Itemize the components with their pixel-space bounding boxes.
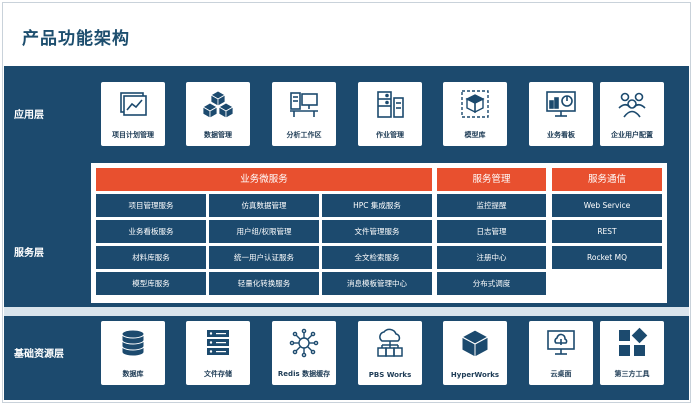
header-micro-services: 业务微服务 bbox=[96, 168, 432, 191]
app-card-label: 作业管理 bbox=[376, 131, 404, 139]
comm-cell[interactable]: REST bbox=[552, 220, 662, 243]
service-cell[interactable]: 模型库服务 bbox=[96, 272, 206, 295]
cubes-icon bbox=[202, 90, 234, 119]
mgmt-cell[interactable]: 监控提醒 bbox=[437, 194, 546, 217]
app-card-job-mgmt[interactable]: 作业管理 bbox=[358, 82, 422, 146]
server-icon bbox=[377, 91, 404, 118]
dashboard-icon bbox=[546, 91, 576, 117]
base-card-label: Redis 数据缓存 bbox=[277, 370, 331, 378]
mgmt-cell[interactable]: 分布式调度 bbox=[437, 272, 546, 295]
service-cell[interactable]: 项目管理服务 bbox=[96, 194, 206, 217]
header-service-comm: 服务通信 bbox=[552, 168, 662, 191]
base-card-label: PBS Works bbox=[368, 371, 412, 379]
service-cell[interactable]: 全文检索服务 bbox=[322, 246, 432, 269]
base-card-label: 第三方工具 bbox=[614, 370, 650, 378]
storage-icon bbox=[207, 330, 229, 355]
base-card-third-party-tools[interactable]: 第三方工具 bbox=[600, 321, 664, 385]
service-cell[interactable]: 轻量化转换服务 bbox=[209, 272, 319, 295]
comm-cell[interactable]: Rocket MQ bbox=[552, 246, 662, 269]
app-card-enterprise-users[interactable]: 企业用户配置 bbox=[600, 82, 664, 146]
cloud-icon bbox=[377, 328, 403, 357]
service-cell[interactable]: 材料库服务 bbox=[96, 246, 206, 269]
app-card-data-mgmt[interactable]: 数据管理 bbox=[186, 82, 250, 146]
header-service-mgmt: 服务管理 bbox=[437, 168, 546, 191]
model-icon bbox=[461, 90, 489, 118]
base-card-file-storage[interactable]: 文件存储 bbox=[186, 321, 250, 385]
page-title: 产品功能架构 bbox=[22, 29, 130, 49]
app-card-analysis[interactable]: 分析工作区 bbox=[272, 82, 336, 146]
chart-icon bbox=[120, 92, 147, 116]
base-card-pbs-works[interactable]: PBS Works bbox=[358, 321, 422, 385]
app-card-label: 数据管理 bbox=[204, 131, 232, 139]
layer-divider bbox=[4, 307, 689, 316]
database-icon bbox=[121, 329, 145, 357]
mgmt-cell[interactable]: 日志管理 bbox=[437, 220, 546, 243]
users-icon bbox=[618, 92, 646, 118]
app-card-dashboard[interactable]: 业务看板 bbox=[529, 82, 593, 146]
app-card-label: 业务看板 bbox=[547, 131, 575, 139]
base-card-label: HyperWorks bbox=[450, 371, 500, 379]
network-icon bbox=[289, 328, 319, 358]
service-cell[interactable]: 用户组/权限管理 bbox=[209, 220, 319, 243]
service-cell[interactable]: 业务看板服务 bbox=[96, 220, 206, 243]
base-card-cloud-desktop[interactable]: 云桌面 bbox=[529, 321, 593, 385]
base-card-label: 文件存储 bbox=[204, 370, 232, 378]
app-card-model-lib[interactable]: 模型库 bbox=[443, 82, 507, 146]
base-layer-label: 基础资源层 bbox=[14, 349, 64, 360]
app-card-label: 模型库 bbox=[464, 131, 486, 139]
service-cell[interactable]: 文件管理服务 bbox=[322, 220, 432, 243]
service-cell[interactable]: HPC 集成服务 bbox=[322, 194, 432, 217]
service-cell[interactable]: 消息模板管理中心 bbox=[322, 272, 432, 295]
cube-icon bbox=[460, 329, 490, 358]
app-card-label: 分析工作区 bbox=[286, 131, 322, 139]
monitor-cloud-icon bbox=[547, 330, 575, 355]
service-layer-label: 服务层 bbox=[14, 248, 44, 259]
comm-cell[interactable]: Web Service bbox=[552, 194, 662, 217]
app-card-project-plan[interactable]: 项目计划管理 bbox=[101, 82, 165, 146]
base-card-hyperworks[interactable]: HyperWorks bbox=[443, 321, 507, 385]
workstation-icon bbox=[290, 92, 318, 117]
grid-icon bbox=[619, 327, 648, 356]
mgmt-cell[interactable]: 注册中心 bbox=[437, 246, 546, 269]
app-card-label: 企业用户配置 bbox=[611, 131, 653, 139]
base-card-label: 数据库 bbox=[122, 370, 144, 378]
service-cell[interactable]: 仿真数据管理 bbox=[209, 194, 319, 217]
service-cell[interactable]: 统一用户认证服务 bbox=[209, 246, 319, 269]
base-card-label: 云桌面 bbox=[550, 370, 572, 378]
base-card-redis[interactable]: Redis 数据缓存 bbox=[272, 321, 336, 385]
base-card-database[interactable]: 数据库 bbox=[101, 321, 165, 385]
app-card-label: 项目计划管理 bbox=[112, 131, 154, 139]
app-layer-label: 应用层 bbox=[14, 110, 44, 121]
